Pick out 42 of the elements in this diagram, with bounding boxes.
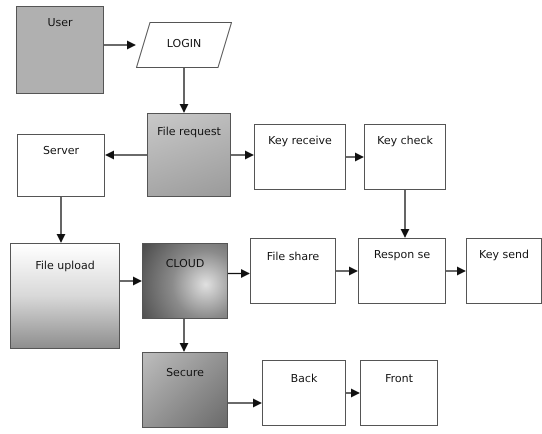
process-box [142,352,228,428]
arrow [228,398,262,408]
arrow [446,266,466,276]
process-box [262,360,346,426]
node-label: File share [266,249,320,264]
node-label: Server [42,143,80,158]
node-label: Back [290,371,318,386]
process-box [10,243,120,349]
arrow [400,190,410,238]
arrow [228,268,250,278]
process-box [142,243,228,319]
node-label: LOGIN [166,36,202,51]
node-label: File request [157,124,221,139]
node-label: User [47,15,73,30]
arrow [231,150,254,160]
process-box [250,238,336,304]
arrow [336,266,358,276]
process-box [360,360,438,426]
node-label: Secure [166,365,204,380]
node-label: Key send [479,247,529,262]
process-box [358,238,446,304]
node-label: Key receive [268,133,332,148]
process-box [147,113,231,197]
arrow [346,152,364,162]
process-box [16,6,104,94]
arrow [120,276,142,286]
process-box [466,238,542,304]
arrow [56,197,66,243]
process-box [254,124,346,190]
input-parallelogram [136,22,232,68]
arrow [346,388,360,398]
node-label: File upload [35,258,95,273]
arrow [104,40,136,50]
arrow [179,319,189,352]
node-label: Key check [377,133,433,148]
arrow [105,150,147,160]
node-label: CLOUD [166,256,204,271]
node-label: Front [385,371,413,386]
node-label: Respon se [374,247,430,262]
process-box [364,124,446,190]
process-box [17,134,105,197]
arrow [179,68,189,113]
